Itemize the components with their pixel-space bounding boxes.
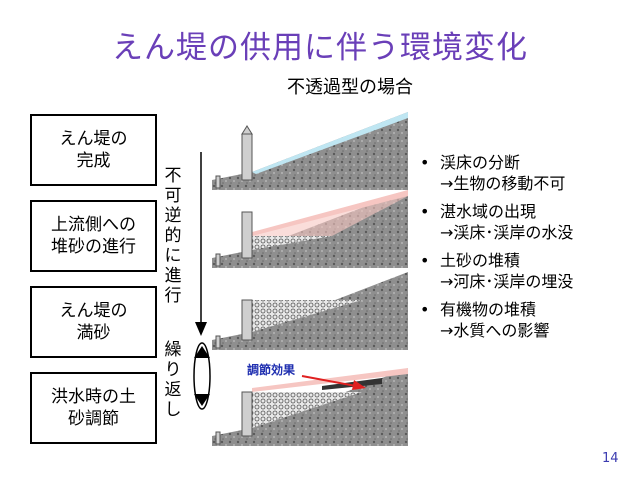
- cycle-arrow-icon: [193, 342, 211, 410]
- bullet-3-line1: 土砂の堆積: [440, 251, 521, 270]
- bullet-1-line1: 渓床の分断: [440, 153, 521, 172]
- red-arrow-icon: [301, 375, 366, 390]
- bullet-dot-icon: •: [420, 202, 430, 221]
- diagram-sedimentation: [212, 190, 408, 268]
- diagram-full-sediment: [212, 272, 408, 350]
- stage-box-1: えん堤の 完成: [30, 114, 157, 186]
- page-number: 14: [602, 451, 619, 466]
- slide-title: えん堤の供用に伴う環境変化: [112, 30, 528, 66]
- slide-subtitle: 不透過型の場合: [287, 77, 413, 98]
- irreversible-label: 不可逆的に進行: [164, 166, 182, 306]
- bullet-item-2: • 湛水域の出現 →渓床･渓岸の水没: [418, 201, 628, 243]
- bullet-4-line1: 有機物の堆積: [440, 300, 537, 319]
- bullet-item-4: • 有機物の堆積 →水質への影響: [418, 299, 628, 341]
- stage-box-4: 洪水時の土 砂調節: [30, 372, 157, 444]
- bullet-dot-icon: •: [420, 300, 430, 319]
- stage-1-line1: えん堤の: [59, 129, 128, 149]
- stage-4-line1: 洪水時の土: [51, 387, 136, 407]
- bullet-dot-icon: •: [420, 251, 430, 270]
- stage-box-3: えん堤の 満砂: [30, 286, 157, 358]
- stage-2-line1: 上流側への: [51, 215, 136, 235]
- stage-3-line2: 満砂: [76, 323, 111, 343]
- bullet-2-line2: →渓床･渓岸の水没: [440, 223, 574, 242]
- bullet-4-line2: →水質への影響: [440, 321, 550, 340]
- stage-box-2: 上流側への 堆砂の進行: [30, 200, 157, 272]
- stage-4-line2: 砂調節: [68, 409, 119, 429]
- bullet-2-line1: 湛水域の出現: [440, 202, 537, 221]
- bullet-1-line2: →生物の移動不可: [440, 174, 566, 193]
- stage-3-line1: えん堤の: [59, 301, 128, 321]
- callout-regulation-effect: 調節効果: [247, 363, 296, 377]
- down-arrow-icon: [195, 152, 207, 336]
- bullet-dot-icon: •: [420, 153, 430, 172]
- bullet-item-1: • 渓床の分断 →生物の移動不可: [418, 152, 628, 194]
- stage-1-line2: 完成: [76, 151, 111, 171]
- repeat-label: 繰り返し: [164, 340, 182, 420]
- bullet-list: • 渓床の分断 →生物の移動不可 • 湛水域の出現 →渓床･渓岸の水没 • 土砂…: [418, 152, 628, 348]
- diagram-dam-completed: [212, 112, 408, 190]
- bullet-item-3: • 土砂の堆積 →河床･渓岸の埋没: [418, 250, 628, 292]
- stage-2-line2: 堆砂の進行: [51, 237, 136, 257]
- bullet-3-line2: →河床･渓岸の埋没: [440, 272, 574, 291]
